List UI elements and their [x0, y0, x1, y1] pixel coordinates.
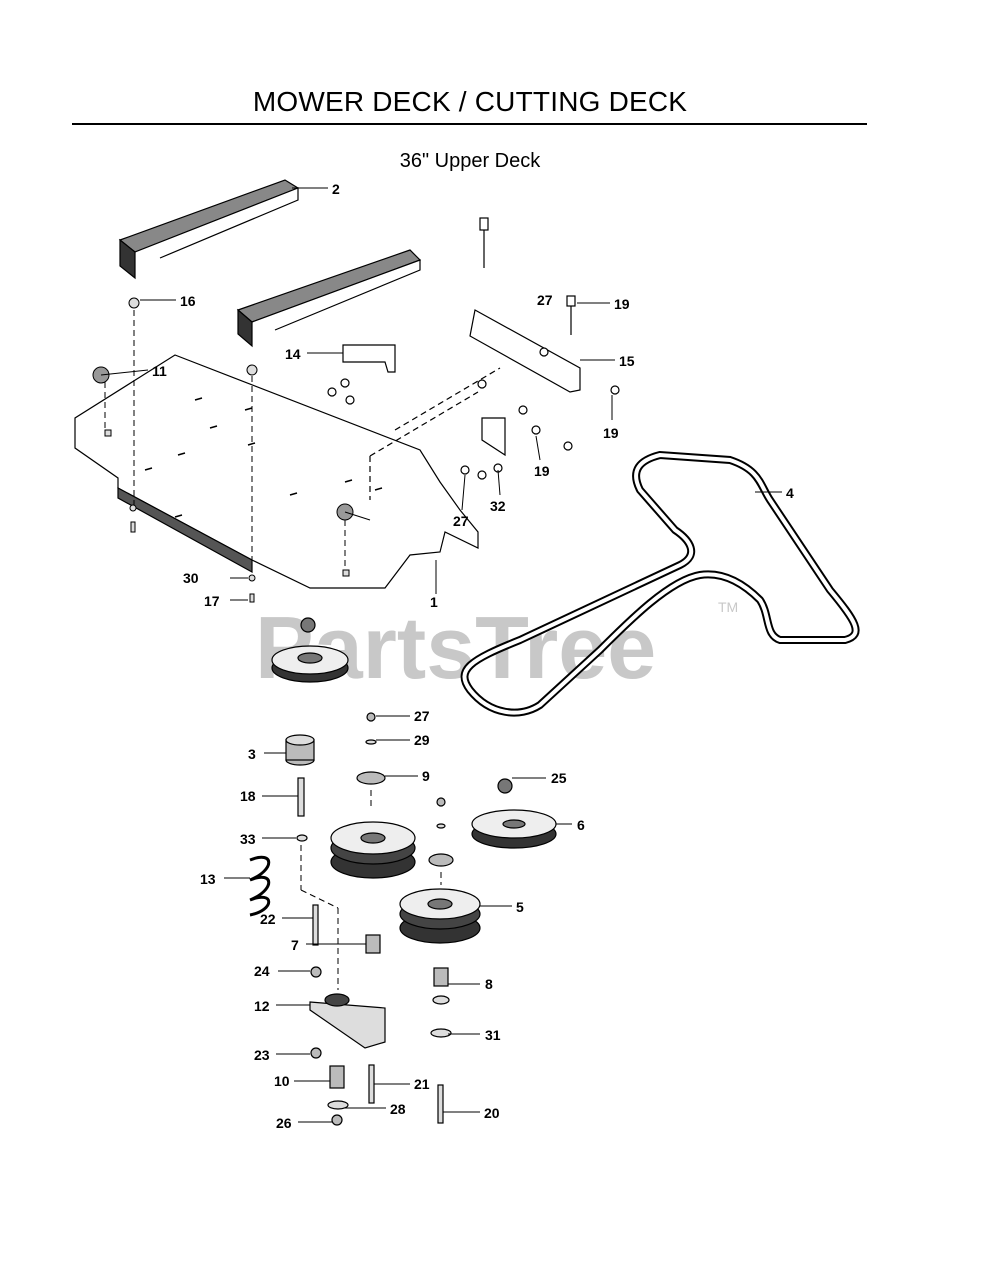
callout-label: 33 — [240, 831, 256, 847]
callout-label: 10 — [274, 1073, 290, 1089]
callout-label: 15 — [619, 353, 635, 369]
callout-label: 22 — [260, 911, 276, 927]
callout-label: 20 — [484, 1105, 500, 1121]
callout-label: 7 — [291, 937, 299, 953]
idler-assembly — [249, 712, 454, 1126]
callout-label: 28 — [390, 1101, 406, 1117]
callout-label: 8 — [485, 976, 493, 992]
callout-label: 32 — [490, 498, 506, 514]
callout-label: 27 — [414, 708, 430, 724]
callout-label: 5 — [516, 899, 524, 915]
callout-label: 18 — [240, 788, 256, 804]
title-divider — [72, 123, 867, 125]
page-title: MOWER DECK / CUTTING DECK — [252, 86, 688, 117]
callout-label: 2 — [332, 181, 340, 197]
callout-leaders — [100, 187, 782, 1123]
callout-label: 11 — [152, 363, 167, 379]
diagram-subtitle: 36" Upper Deck — [399, 150, 541, 172]
callout-label: 19 — [614, 296, 630, 312]
callout-label: 1 — [430, 594, 438, 610]
callout-label: 29 — [414, 732, 430, 748]
drive-belt — [460, 450, 860, 717]
callout-label: 23 — [254, 1047, 270, 1063]
callout-label: 31 — [485, 1027, 501, 1043]
idler-dashed-leaders — [300, 790, 442, 990]
callout-label: 12 — [254, 998, 270, 1014]
callout-label: 19 — [603, 425, 619, 441]
callout-label: 13 — [200, 871, 216, 887]
callout-label: 9 — [422, 768, 430, 784]
callout-label: 16 — [180, 293, 196, 309]
callout-label: 24 — [254, 963, 270, 979]
watermark-tm: TM — [718, 599, 738, 615]
upper-deck-panel — [74, 354, 501, 589]
callout-label: 26 — [276, 1115, 292, 1131]
dashed-leaders — [104, 310, 346, 575]
callout-label: 3 — [248, 746, 256, 762]
callout-label: 27 — [537, 292, 553, 308]
callout-label: 27 — [453, 513, 469, 529]
callout-label: 6 — [577, 817, 585, 833]
mounting-brackets — [327, 217, 620, 480]
callout-label: 14 — [285, 346, 301, 362]
belt-guard — [118, 179, 422, 348]
callout-label: 4 — [786, 485, 794, 501]
callout-label: 19 — [534, 463, 550, 479]
callout-labels: 2 16 27 19 14 11 15 19 19 4 32 27 30 17 … — [152, 181, 794, 1131]
callout-label: 30 — [183, 570, 199, 586]
callout-label: 17 — [204, 593, 220, 609]
callout-label: 21 — [414, 1076, 430, 1092]
pulleys — [271, 617, 557, 944]
callout-label: 25 — [551, 770, 567, 786]
